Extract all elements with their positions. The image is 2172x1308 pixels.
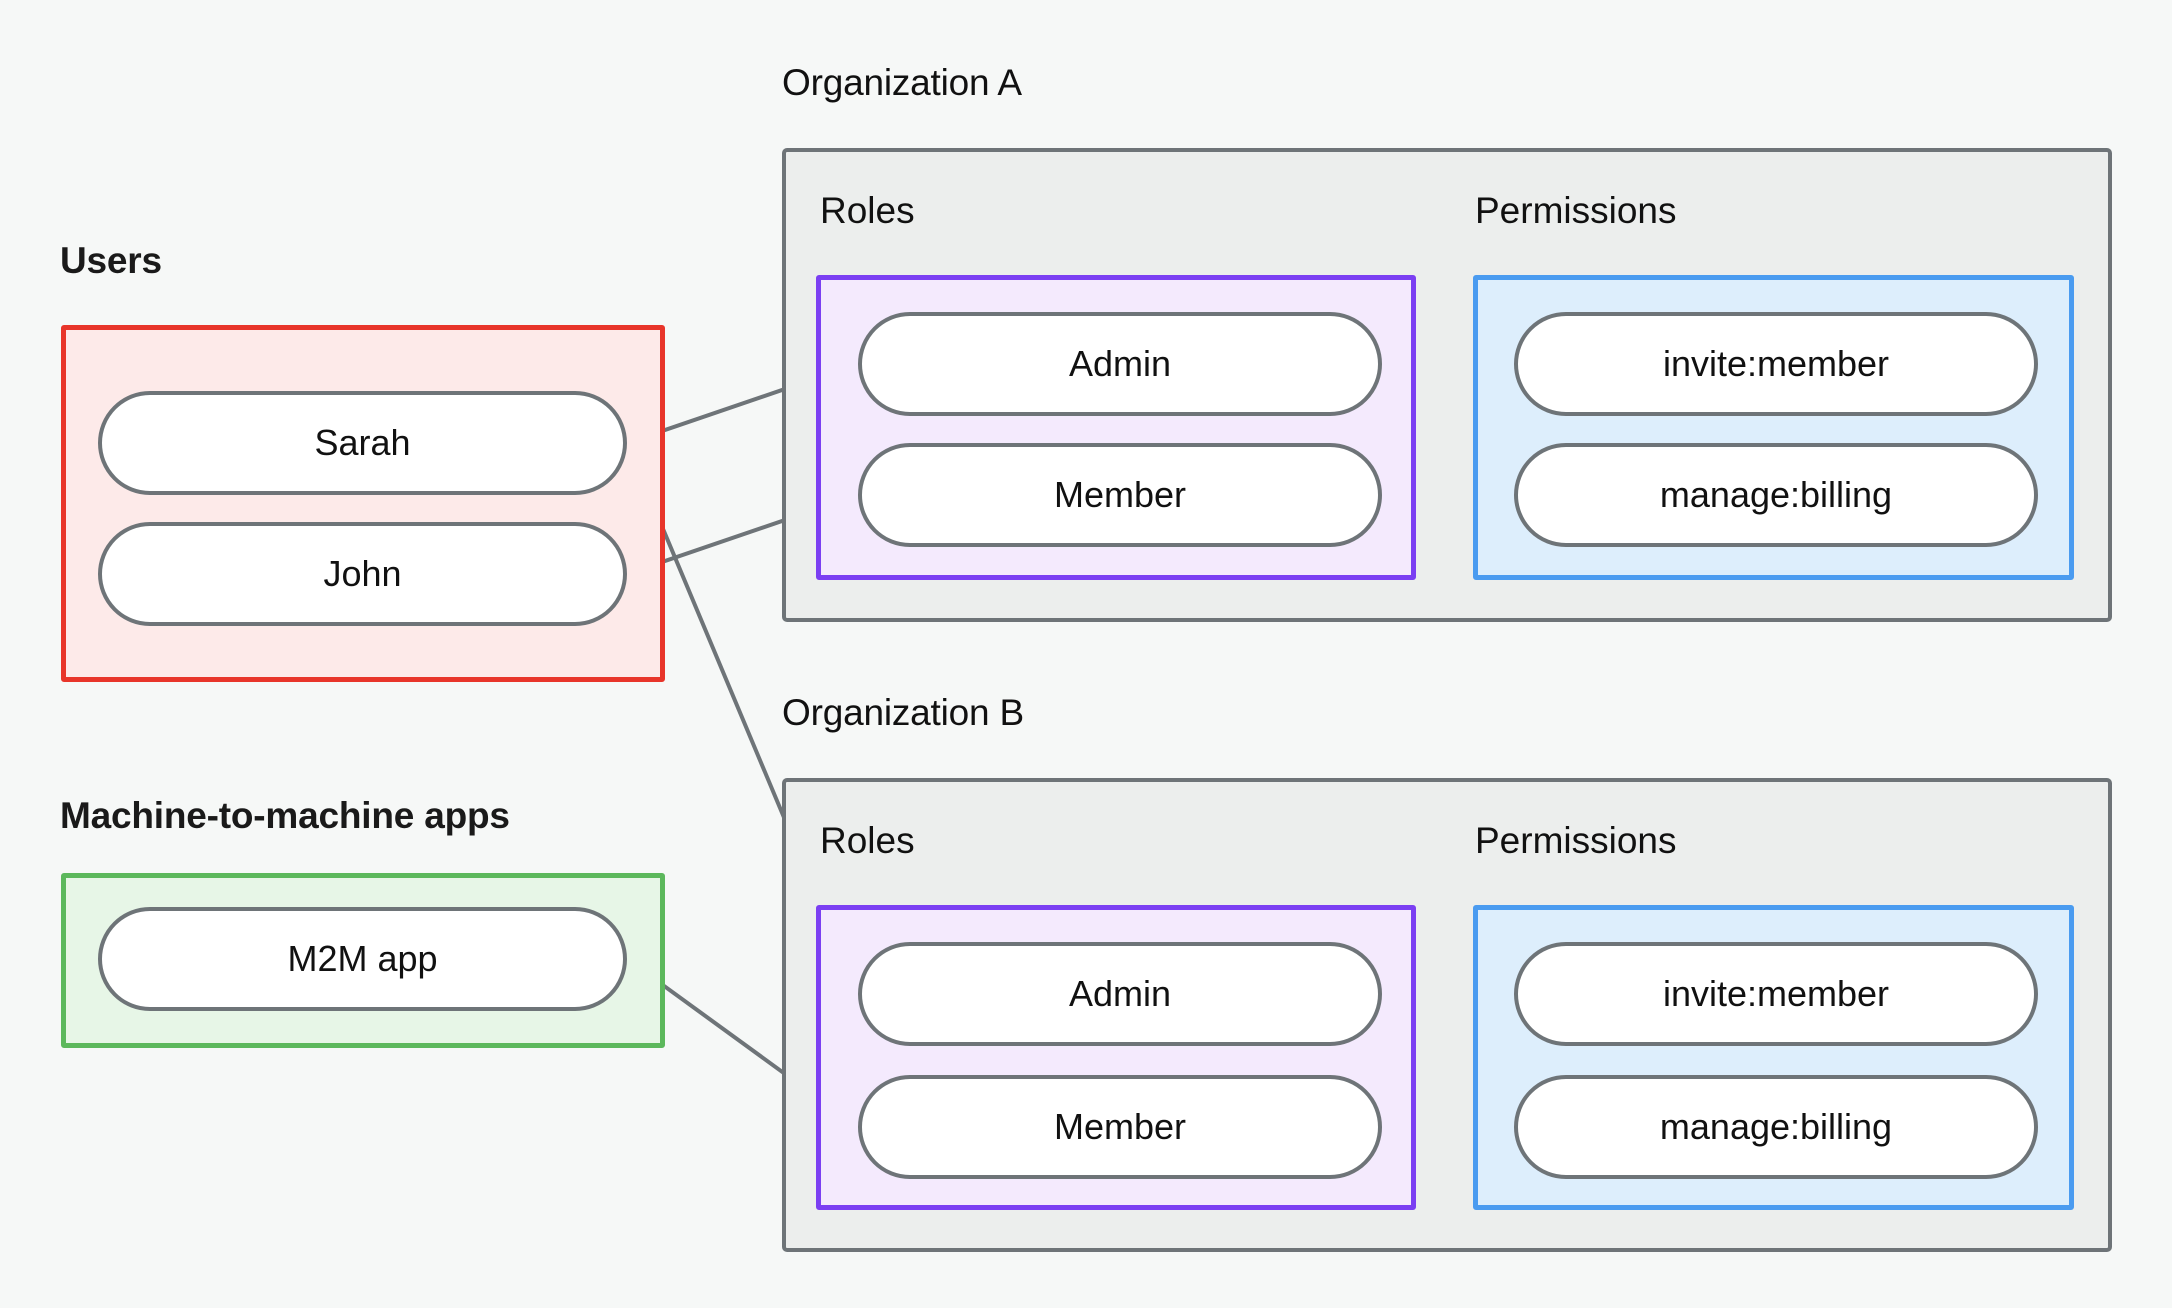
m2m-pill-app-label: M2M app [287, 938, 438, 979]
organization-b-role-pill-member[interactable]: Member [858, 1075, 1382, 1179]
m2m-caption: Machine-to-machine apps [60, 795, 510, 836]
organization-b-permission-pill-invite-member[interactable]: invite:member [1514, 942, 2038, 1046]
organization-b-role-member-label: Member [1053, 1106, 1187, 1147]
organization-a-permission-invite-member-label: invite:member [1662, 343, 1890, 384]
organization-b-permission-invite-member-label: invite:member [1662, 973, 1890, 1014]
organization-b-role-admin-label: Admin [1068, 973, 1172, 1014]
organization-a-role-pill-member[interactable]: Member [858, 443, 1382, 547]
organization-a-permission-manage-billing-label: manage:billing [1659, 474, 1893, 515]
organization-b-permissions-label: Permissions [1475, 820, 1677, 861]
organization-b-caption: Organization B [782, 692, 1024, 733]
user-pill-john[interactable]: John [98, 522, 627, 626]
organization-a-caption: Organization A [782, 62, 1022, 103]
organization-a-permission-pill-invite-member[interactable]: invite:member [1514, 312, 2038, 416]
user-pill-sarah[interactable]: Sarah [98, 391, 627, 495]
organization-a-role-member-label: Member [1053, 474, 1187, 515]
organization-a-role-admin-label: Admin [1068, 343, 1172, 384]
organization-b-permission-pill-manage-billing[interactable]: manage:billing [1514, 1075, 2038, 1179]
user-pill-john-label: John [323, 553, 402, 594]
organization-a-role-pill-admin[interactable]: Admin [858, 312, 1382, 416]
organization-a-permission-pill-manage-billing[interactable]: manage:billing [1514, 443, 2038, 547]
organization-a-permissions-label: Permissions [1475, 190, 1677, 231]
organization-a-roles-label: Roles [820, 190, 915, 231]
organization-b-roles-label: Roles [820, 820, 915, 861]
m2m-pill-app[interactable]: M2M app [98, 907, 627, 1011]
user-pill-sarah-label: Sarah [314, 422, 411, 463]
organization-b-permission-manage-billing-label: manage:billing [1659, 1106, 1893, 1147]
users-group-box [61, 325, 665, 682]
users-caption: Users [60, 240, 162, 281]
organization-b-role-pill-admin[interactable]: Admin [858, 942, 1382, 1046]
